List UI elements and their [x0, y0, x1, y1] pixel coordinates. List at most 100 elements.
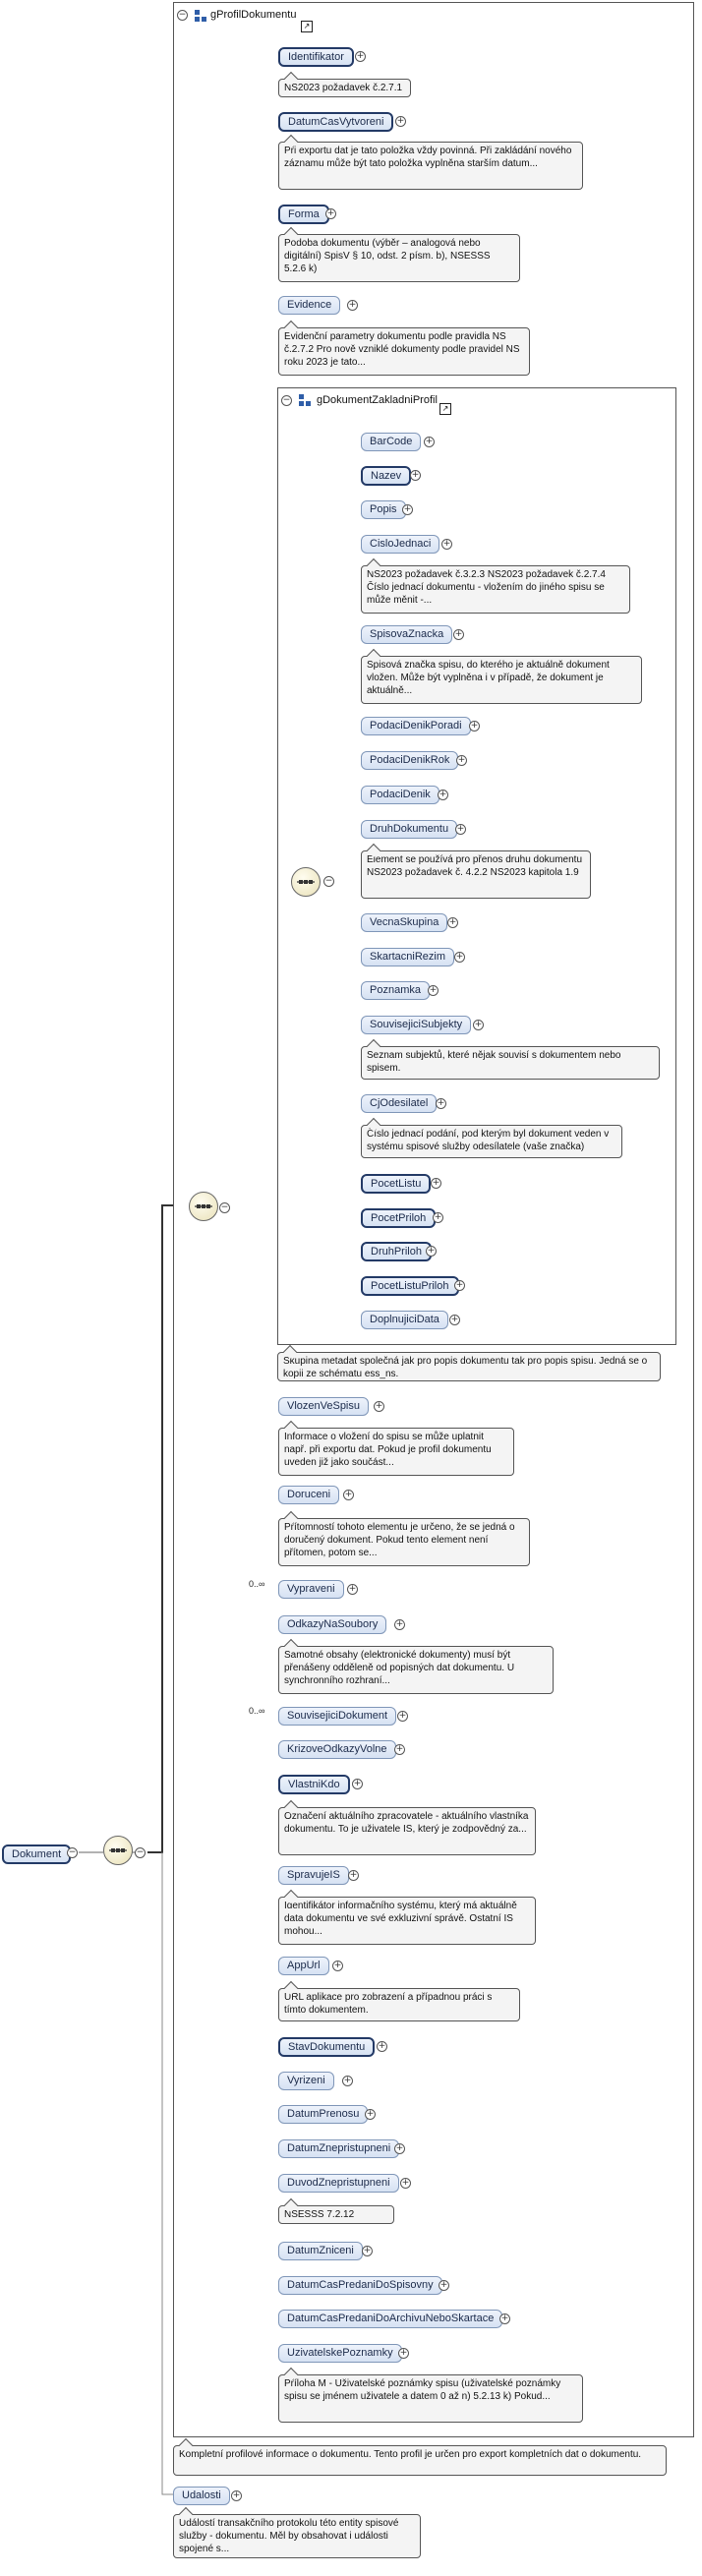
- expand-icon[interactable]: +: [347, 300, 358, 311]
- collapse-icon[interactable]: −: [177, 10, 188, 21]
- element-datumprenosu[interactable]: DatumPrenosu: [278, 2105, 369, 2124]
- element-podacidenikporadi[interactable]: PodaciDenikPoradi: [361, 717, 471, 735]
- element-souvisejicidokument[interactable]: SouvisejiciDokument: [278, 1707, 397, 1726]
- expand-icon[interactable]: +: [433, 1212, 443, 1223]
- element-stavdokumentu[interactable]: StavDokumentu: [278, 2037, 376, 2057]
- element-vyrizeni[interactable]: Vyrizeni: [278, 2072, 334, 2090]
- expand-icon[interactable]: +: [395, 116, 406, 127]
- element-documentation: NSESSS 7.2.12: [278, 2205, 394, 2224]
- element-souvisejicisubjekty[interactable]: SouvisejiciSubjekty: [361, 1016, 472, 1034]
- expand-icon[interactable]: +: [400, 2178, 411, 2189]
- udalosti-documentation: Událostí transakčního protokolu této ent…: [173, 2514, 421, 2558]
- element-datumzniceni[interactable]: DatumZniceni: [278, 2242, 363, 2260]
- element-pocetlistupriloh[interactable]: PocetListuPriloh: [361, 1276, 459, 1296]
- expand-icon[interactable]: +: [398, 2348, 409, 2359]
- element-popis[interactable]: Popis: [361, 500, 406, 519]
- sequence-icon[interactable]: [103, 1836, 133, 1865]
- expand-icon[interactable]: +: [454, 952, 465, 963]
- expand-icon[interactable]: +: [394, 2143, 405, 2154]
- expand-icon[interactable]: +: [469, 721, 480, 732]
- expand-icon[interactable]: +: [348, 1870, 359, 1881]
- element-odkazynasoubory[interactable]: OdkazyNaSoubory: [278, 1615, 387, 1634]
- element-datumcaspredanidospisovny[interactable]: DatumCasPredaniDoSpisovny: [278, 2276, 442, 2295]
- element-vecnaskupina[interactable]: VecnaSkupina: [361, 913, 448, 932]
- collapse-icon[interactable]: −: [323, 876, 334, 887]
- element-pocetpriloh[interactable]: PocetPriloh: [361, 1208, 437, 1228]
- expand-icon[interactable]: +: [325, 208, 336, 219]
- expand-icon[interactable]: +: [377, 2041, 387, 2052]
- sequence-icon[interactable]: [189, 1192, 218, 1221]
- element-podacidenikrok[interactable]: PodaciDenikRok: [361, 751, 459, 770]
- element-doplnujicidata[interactable]: DoplnujiciData: [361, 1311, 448, 1329]
- element-doruceni[interactable]: Doruceni: [278, 1486, 340, 1504]
- expand-icon[interactable]: +: [342, 2076, 353, 2086]
- element-cislojednaci[interactable]: CisloJednaci: [361, 535, 440, 554]
- expand-icon[interactable]: +: [231, 2490, 242, 2501]
- expand-icon[interactable]: +: [426, 1246, 437, 1257]
- element-barcode[interactable]: BarCode: [361, 433, 422, 451]
- element-druhdokumentu[interactable]: DruhDokumentu: [361, 820, 458, 839]
- element-nazev[interactable]: Nazev: [361, 466, 412, 486]
- expand-icon[interactable]: +: [343, 1490, 354, 1500]
- collapse-icon[interactable]: −: [281, 395, 292, 406]
- element-evidence[interactable]: Evidence: [278, 296, 341, 315]
- element-appurl[interactable]: AppUrl: [278, 1957, 329, 1975]
- element-datumcaspredanidoarchivuneboskartace[interactable]: DatumCasPredaniDoArchivuNeboSkartace: [278, 2310, 503, 2328]
- expand-icon[interactable]: +: [362, 2246, 373, 2256]
- element-krizoveodkazyvolne[interactable]: KrizoveOdkazyVolne: [278, 1740, 396, 1759]
- external-link-icon[interactable]: ↗: [301, 21, 313, 32]
- collapse-icon[interactable]: −: [135, 1847, 146, 1858]
- element-vypraveni[interactable]: Vypraveni: [278, 1580, 344, 1599]
- element-spisovaznacka[interactable]: SpisovaZnacka: [361, 625, 453, 644]
- element-vlastnikdo[interactable]: VlastniKdo: [278, 1775, 350, 1794]
- expand-icon[interactable]: +: [355, 51, 366, 62]
- element-udalosti[interactable]: Udalosti: [173, 2487, 230, 2505]
- expand-icon[interactable]: +: [410, 470, 421, 481]
- expand-icon[interactable]: +: [347, 1584, 358, 1595]
- expand-icon[interactable]: +: [332, 1961, 343, 1971]
- element-datumznepristupneni[interactable]: DatumZnepristupneni: [278, 2139, 400, 2158]
- expand-icon[interactable]: +: [499, 2313, 510, 2324]
- element-datumcasvytvoreni[interactable]: DatumCasVytvoreni: [278, 112, 394, 132]
- expand-icon[interactable]: +: [424, 437, 435, 447]
- expand-icon[interactable]: +: [441, 539, 452, 550]
- expand-icon[interactable]: +: [394, 1619, 405, 1630]
- element-identifikator[interactable]: Identifikator: [278, 47, 354, 67]
- expand-icon[interactable]: +: [456, 755, 467, 766]
- element-skartacnirezim[interactable]: SkartacniRezim: [361, 948, 455, 966]
- element-spravujeis[interactable]: SpravujeIS: [278, 1866, 349, 1885]
- expand-icon[interactable]: +: [439, 2280, 449, 2291]
- expand-icon[interactable]: +: [438, 790, 448, 800]
- expand-icon[interactable]: +: [453, 629, 464, 640]
- expand-icon[interactable]: +: [352, 1779, 363, 1789]
- element-pocetlistu[interactable]: PocetListu: [361, 1174, 432, 1194]
- element-documentation: Označení aktuálního zpracovatele - aktuá…: [278, 1807, 536, 1855]
- element-druhpriloh[interactable]: DruhPriloh: [361, 1242, 432, 1261]
- expand-icon[interactable]: +: [394, 1744, 405, 1755]
- element-vlozenvespisu[interactable]: VlozenVeSpisu: [278, 1397, 369, 1416]
- sequence-icon[interactable]: [291, 867, 321, 897]
- element-cjodesilatel[interactable]: CjOdesilatel: [361, 1094, 438, 1113]
- expand-icon[interactable]: +: [374, 1401, 384, 1412]
- collapse-icon[interactable]: −: [219, 1202, 230, 1213]
- external-link-icon[interactable]: ↗: [439, 403, 451, 415]
- expand-icon[interactable]: +: [431, 1178, 441, 1189]
- element-duvodznepristupneni[interactable]: DuvodZnepristupneni: [278, 2174, 399, 2193]
- element-dokument[interactable]: Dokument: [2, 1844, 72, 1864]
- element-poznamka[interactable]: Poznamka: [361, 981, 430, 1000]
- expand-icon[interactable]: +: [397, 1711, 408, 1722]
- expand-icon[interactable]: +: [454, 1280, 465, 1291]
- expand-icon[interactable]: +: [447, 917, 458, 928]
- expand-icon[interactable]: +: [428, 985, 439, 996]
- expand-icon[interactable]: +: [365, 2109, 376, 2120]
- element-uzivatelskepoznamky[interactable]: UzivatelskePoznamky: [278, 2344, 402, 2363]
- expand-icon[interactable]: +: [436, 1098, 446, 1109]
- expand-icon[interactable]: +: [455, 824, 466, 835]
- collapse-icon[interactable]: −: [67, 1847, 78, 1858]
- expand-icon[interactable]: +: [402, 504, 413, 515]
- expand-icon[interactable]: +: [449, 1315, 460, 1325]
- element-documentation: Podoba dokumentu (výběr – analogová nebo…: [278, 234, 520, 282]
- element-podacidenik[interactable]: PodaciDenik: [361, 786, 439, 804]
- element-forma[interactable]: Forma: [278, 205, 329, 224]
- expand-icon[interactable]: +: [473, 1020, 484, 1030]
